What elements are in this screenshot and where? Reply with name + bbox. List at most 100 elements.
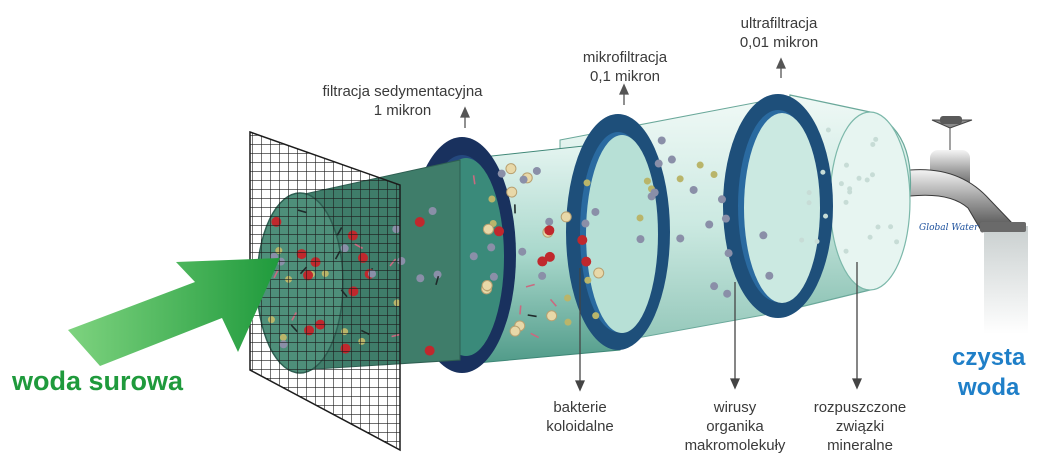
label-sediment-size: 1 mikron bbox=[300, 101, 505, 120]
particle bbox=[507, 187, 517, 197]
particle bbox=[894, 239, 899, 244]
particle bbox=[873, 137, 878, 142]
particle bbox=[844, 200, 849, 205]
particle bbox=[807, 190, 812, 195]
particle bbox=[705, 220, 713, 228]
particle bbox=[799, 238, 804, 243]
particle bbox=[415, 217, 425, 227]
particle bbox=[820, 170, 825, 175]
particle bbox=[847, 190, 852, 195]
label-sediment-filtration: filtracja sedymentacyjna 1 mikron bbox=[300, 82, 505, 120]
label-viruses-line1: wirusy bbox=[680, 398, 790, 417]
particle bbox=[888, 224, 893, 229]
particle bbox=[565, 319, 572, 326]
mesh-screen-icon bbox=[250, 132, 400, 450]
label-micro-title: mikrofiltracja bbox=[560, 48, 690, 67]
ring-microfiltration bbox=[566, 114, 670, 350]
particle bbox=[807, 200, 812, 205]
particle bbox=[592, 312, 599, 319]
particle bbox=[584, 179, 591, 186]
particle bbox=[594, 268, 604, 278]
particle bbox=[483, 224, 493, 234]
particle bbox=[690, 186, 698, 194]
particle bbox=[538, 272, 546, 280]
label-raw-water: woda surowa bbox=[12, 366, 183, 397]
particle bbox=[676, 234, 684, 242]
particle bbox=[584, 277, 591, 284]
label-clean-water: czysta woda bbox=[952, 343, 1025, 403]
brand-logo: Global Water bbox=[919, 223, 978, 233]
particle bbox=[637, 214, 644, 221]
particle bbox=[844, 163, 849, 168]
particle bbox=[722, 215, 730, 223]
particle bbox=[876, 225, 881, 230]
particle bbox=[429, 207, 437, 215]
particle bbox=[725, 249, 733, 257]
particle bbox=[544, 225, 554, 235]
particle bbox=[655, 160, 663, 168]
label-clean-line2: woda bbox=[952, 373, 1025, 403]
particle bbox=[416, 274, 424, 282]
water-stream-icon bbox=[984, 226, 1028, 334]
label-minerals: rozpuszczone związki mineralne bbox=[800, 398, 920, 455]
label-sediment-title: filtracja sedymentacyjna bbox=[300, 82, 505, 101]
label-removed-bacteria: bakterie koloidalne bbox=[535, 398, 625, 436]
particle bbox=[545, 252, 555, 262]
particle bbox=[839, 181, 844, 186]
particle bbox=[518, 248, 526, 256]
particle bbox=[520, 305, 521, 314]
particle bbox=[644, 178, 651, 185]
particle bbox=[561, 212, 571, 222]
particle bbox=[470, 252, 478, 260]
particle bbox=[865, 178, 870, 183]
particle bbox=[581, 220, 589, 228]
particle bbox=[636, 235, 644, 243]
particle bbox=[591, 208, 599, 216]
label-viruses-line3: makromolekuły bbox=[680, 436, 790, 455]
label-clean-line1: czysta bbox=[952, 343, 1025, 373]
particle bbox=[487, 243, 495, 251]
particle bbox=[506, 164, 516, 174]
particle bbox=[494, 226, 504, 236]
particle bbox=[823, 214, 828, 219]
particle bbox=[577, 235, 587, 245]
label-viruses-line2: organika bbox=[680, 417, 790, 436]
particle bbox=[815, 239, 820, 244]
particle bbox=[765, 272, 773, 280]
particle bbox=[658, 136, 666, 144]
particle bbox=[490, 273, 498, 281]
label-bacteria-line2: koloidalne bbox=[535, 417, 625, 436]
faucet-icon bbox=[910, 116, 1026, 232]
particle bbox=[870, 142, 875, 147]
particle bbox=[520, 176, 528, 184]
label-ultra-size: 0,01 mikron bbox=[714, 33, 844, 52]
label-ultra-title: ultrafiltracja bbox=[714, 14, 844, 33]
label-minerals-line3: mineralne bbox=[800, 436, 920, 455]
particle bbox=[488, 196, 495, 203]
particle bbox=[710, 282, 718, 290]
particle bbox=[651, 189, 659, 197]
label-microfiltration: mikrofiltracja 0,1 mikron bbox=[560, 48, 690, 86]
particle bbox=[482, 281, 492, 291]
label-ultrafiltration: ultrafiltracja 0,01 mikron bbox=[714, 14, 844, 52]
particle bbox=[581, 257, 591, 267]
particle bbox=[545, 218, 553, 226]
particle bbox=[857, 176, 862, 181]
particle bbox=[723, 290, 731, 298]
particle bbox=[844, 249, 849, 254]
ring-ultrafiltration bbox=[723, 94, 833, 318]
particle bbox=[697, 162, 704, 169]
particle bbox=[668, 156, 676, 164]
particle bbox=[870, 172, 875, 177]
label-removed-viruses: wirusy organika makromolekuły bbox=[680, 398, 790, 455]
particle bbox=[425, 346, 435, 356]
label-minerals-line2: związki bbox=[800, 417, 920, 436]
particle bbox=[564, 295, 571, 302]
label-minerals-line1: rozpuszczone bbox=[800, 398, 920, 417]
particle bbox=[868, 235, 873, 240]
particle bbox=[510, 326, 520, 336]
label-bacteria-line1: bakterie bbox=[535, 398, 625, 417]
label-micro-size: 0,1 mikron bbox=[560, 67, 690, 86]
particle bbox=[759, 231, 767, 239]
particle bbox=[547, 311, 557, 321]
